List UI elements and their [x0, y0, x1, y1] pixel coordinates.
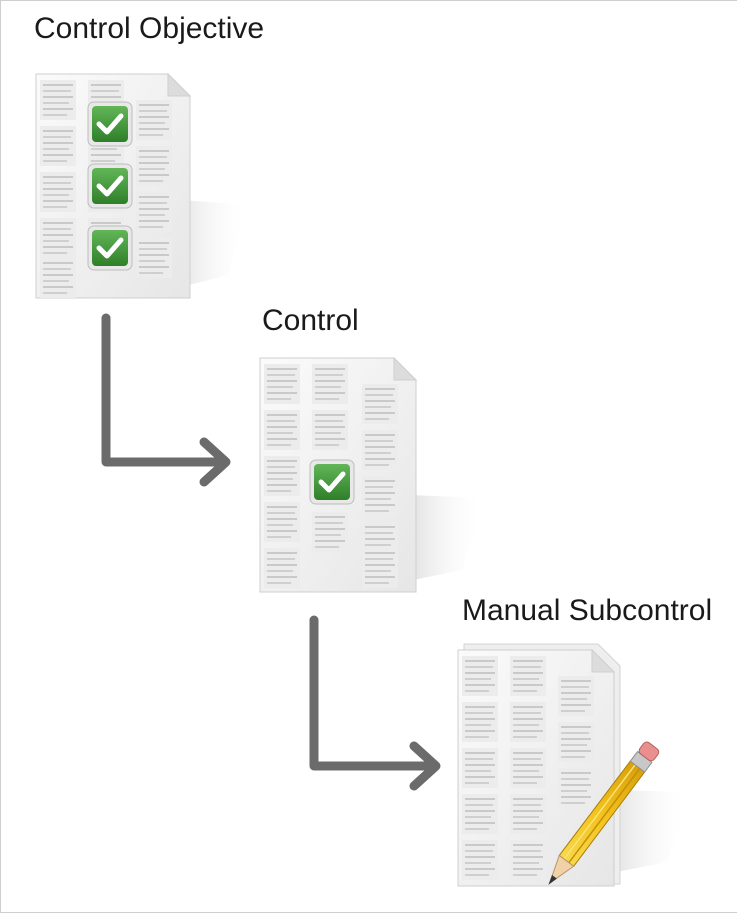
manual-subcontrol-label: Manual Subcontrol — [462, 594, 713, 627]
checkmark-icon — [310, 460, 354, 504]
document-with-pencil-icon — [457, 643, 690, 887]
document-shadow — [606, 790, 690, 874]
arrow-objective-to-control — [101, 313, 231, 487]
arrow-control-to-manual-subcontrol — [309, 615, 441, 791]
pencil-icon — [548, 741, 660, 885]
checked-document-icon — [259, 356, 485, 593]
checkmark-icon — [88, 226, 132, 270]
checkmark-icon — [88, 164, 132, 208]
page-fold — [167, 72, 192, 97]
page-fold — [393, 356, 418, 381]
control-label: Control — [262, 304, 359, 337]
control-objective-label: Control Objective — [34, 12, 265, 45]
checkmark-icon — [88, 102, 132, 146]
checklist-document-icon — [35, 72, 250, 299]
document-shadow — [404, 495, 485, 582]
page-fold — [591, 648, 616, 673]
